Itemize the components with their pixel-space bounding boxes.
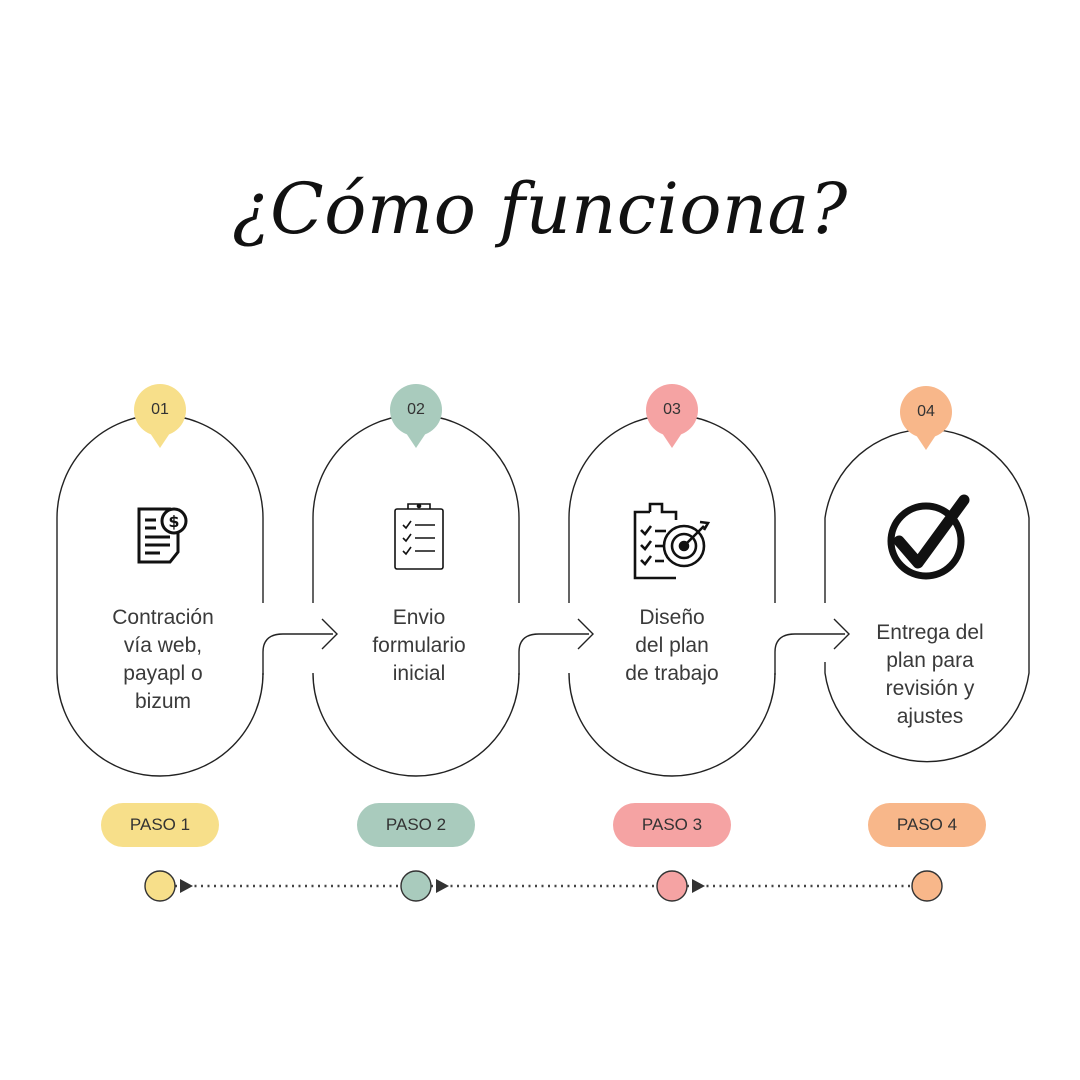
page-title: ¿Cómo funciona? xyxy=(232,168,848,250)
step-4-pill: PASO 4 xyxy=(868,803,986,847)
pin-marker-03 xyxy=(646,384,698,448)
timeline-arrow-2 xyxy=(436,879,449,893)
step-4-capsule xyxy=(824,428,1030,763)
timeline-dot-2 xyxy=(400,870,432,902)
step-4-description: Entrega del plan para revisión y ajustes xyxy=(876,621,984,728)
pin-marker-01 xyxy=(134,384,186,448)
step-2-description: Envio formulario inicial xyxy=(372,606,466,685)
step-3-number: 03 xyxy=(663,401,681,418)
timeline-dot-4 xyxy=(911,870,943,902)
pin-marker-02 xyxy=(390,384,442,448)
timeline-arrow-1 xyxy=(180,879,193,893)
timeline-dot-3 xyxy=(656,870,688,902)
step-2-capsule xyxy=(312,414,520,777)
connector-arrow-1-2 xyxy=(262,618,338,675)
step-1-description: Contración vía web, payapl o bizum xyxy=(112,606,214,713)
timeline xyxy=(144,870,943,902)
timeline-dot-1 xyxy=(144,870,176,902)
timeline-arrow-3 xyxy=(692,879,705,893)
step-3-description: Diseño del plan de trabajo xyxy=(625,606,719,685)
invoice-dollar-icon: $ xyxy=(137,507,188,564)
step-3-capsule xyxy=(568,414,776,777)
step-3-pill: PASO 3 xyxy=(613,803,731,847)
step-1-pill: PASO 1 xyxy=(101,803,219,847)
clipboard-target-icon xyxy=(633,502,711,580)
step-2-number: 02 xyxy=(407,401,425,418)
step-1-capsule xyxy=(56,414,264,777)
connector-arrow-2-3 xyxy=(518,618,594,675)
step-2-pill: PASO 2 xyxy=(357,803,475,847)
pin-marker-04 xyxy=(900,386,952,450)
checkmark-circle-icon xyxy=(887,494,970,580)
svg-text:$: $ xyxy=(168,512,179,531)
step-4-number: 04 xyxy=(917,403,935,420)
step-1-number: 01 xyxy=(151,401,169,418)
clipboard-checklist-icon xyxy=(394,503,444,570)
connector-arrow-3-4 xyxy=(774,618,850,675)
